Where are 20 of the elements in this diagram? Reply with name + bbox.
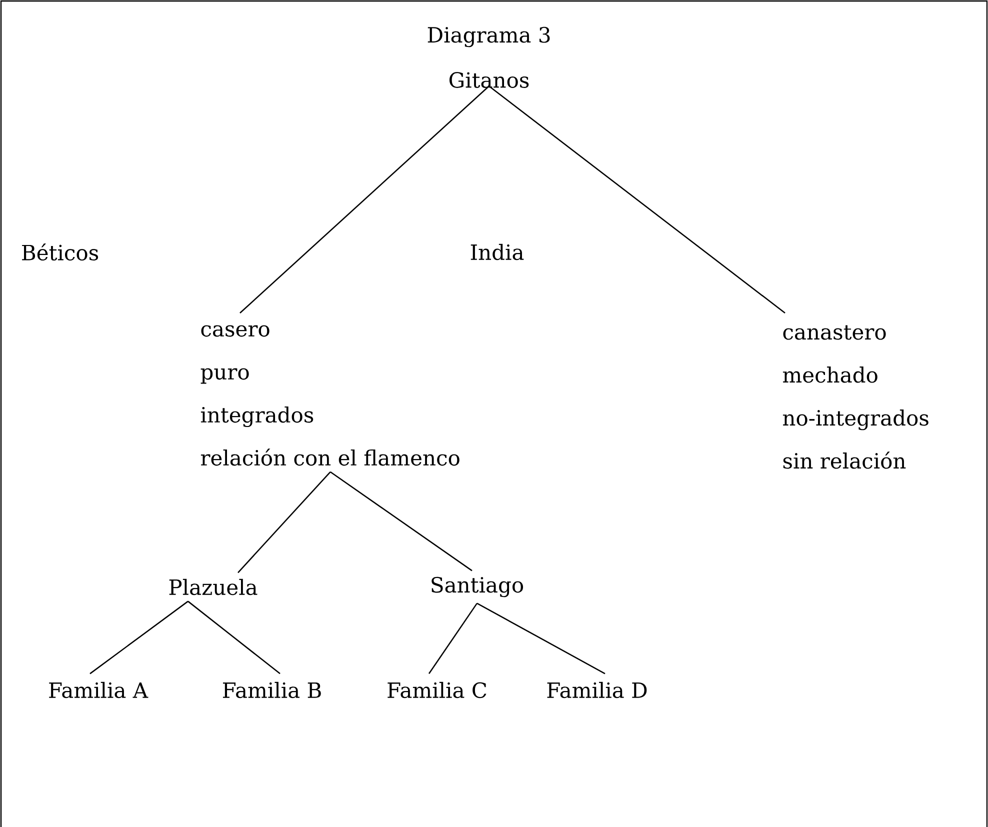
- connector-line: [428, 602, 478, 674]
- node-label: Plazuela: [169, 578, 258, 596]
- connector-line: [240, 86, 490, 314]
- node-label: Santiago: [432, 576, 524, 598]
- connector-line: [238, 471, 331, 574]
- connector-line: [476, 602, 606, 674]
- connector-line: [188, 600, 280, 674]
- node-label: Familia C: [388, 682, 486, 698]
- connector-line: [90, 600, 188, 674]
- node-label: Familia B: [223, 682, 321, 698]
- node-label: Familia D: [547, 682, 647, 698]
- node-label: Gitanos: [449, 72, 529, 88]
- connector-line: [488, 86, 786, 314]
- term-list: canastero mechado no-integrados sin relación: [782, 325, 928, 469]
- label: Béticos: [22, 243, 98, 261]
- label: India: [470, 244, 524, 260]
- node-label: Familia A: [49, 682, 148, 698]
- title: Diagrama 3: [428, 26, 550, 48]
- connector-line: [330, 471, 472, 572]
- term-list: casero puro integrados relación con el flamenco: [200, 325, 460, 466]
